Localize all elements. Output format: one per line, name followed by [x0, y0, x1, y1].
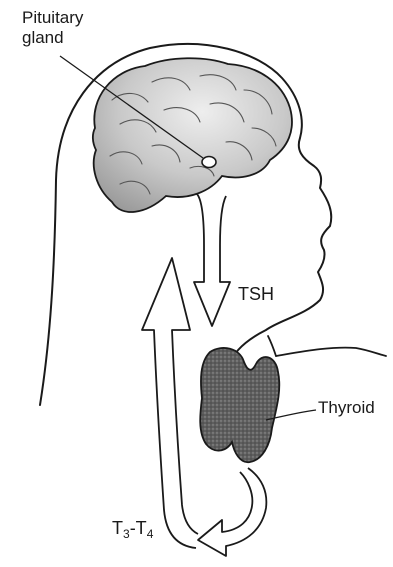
- t3-t4-label: T3-T4: [112, 518, 153, 544]
- shoulder-outline: [276, 348, 386, 356]
- t3-t4-feedback-arrow: [198, 468, 266, 556]
- brain-illustration: [93, 58, 292, 212]
- t3-t4-rising-arrow: [142, 258, 198, 548]
- pituitary-gland-shape: [202, 157, 216, 168]
- thyroid-label: Thyroid: [318, 398, 375, 418]
- pituitary-label-line1: Pituitary: [22, 8, 83, 28]
- t3-subscript: 3: [123, 527, 130, 541]
- thyroid-gland-shape: [200, 348, 279, 462]
- t4-subscript: 4: [147, 527, 154, 541]
- pituitary-label-line2: gland: [22, 28, 83, 48]
- tsh-label: TSH: [238, 284, 274, 304]
- t3-prefix: T: [112, 518, 123, 538]
- pituitary-gland-label: Pituitary gland: [22, 8, 83, 48]
- tsh-arrow: [194, 194, 230, 326]
- t4-dash: -T: [130, 518, 147, 538]
- neck-outline: [268, 336, 276, 356]
